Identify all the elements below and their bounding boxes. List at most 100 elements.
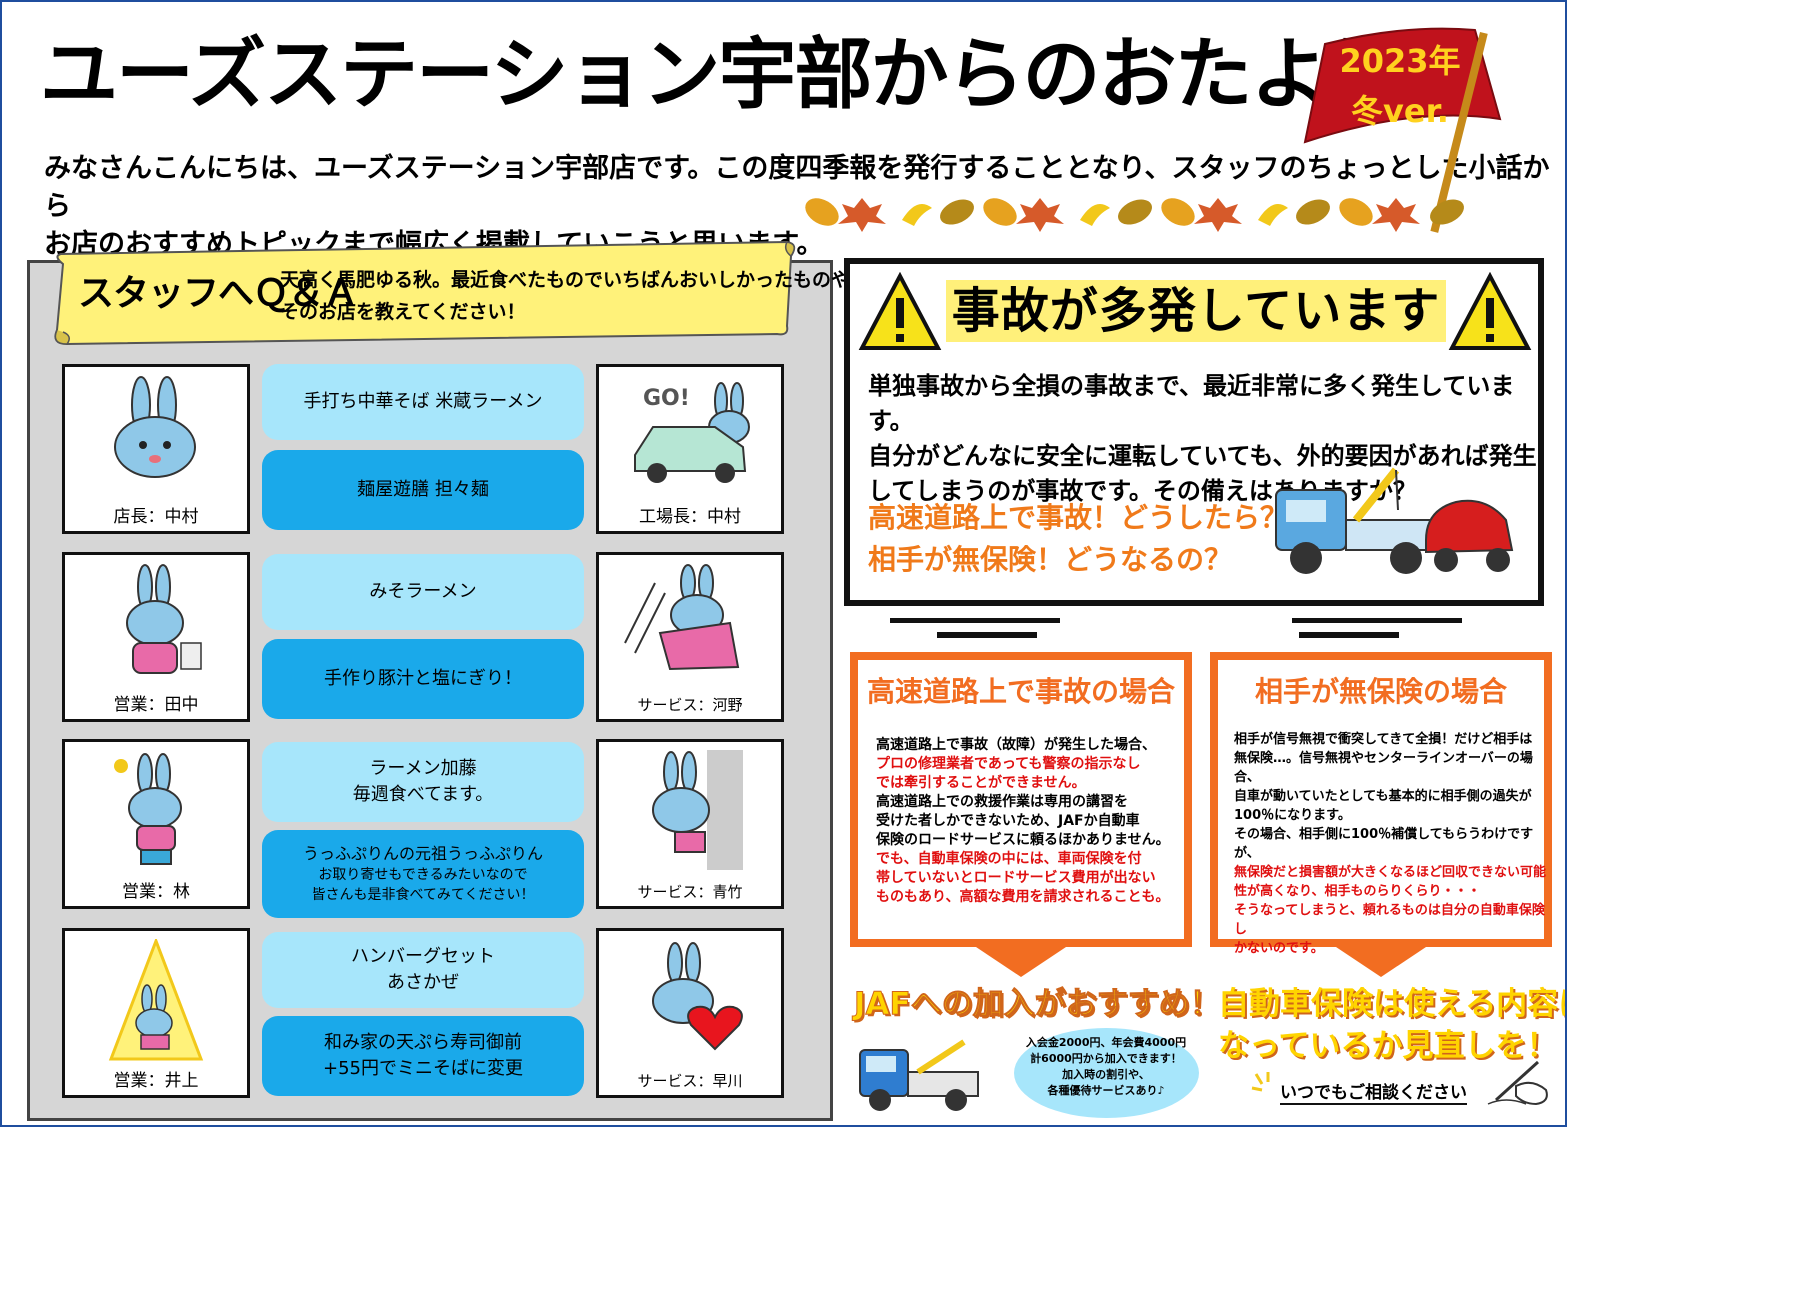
text-line: 加入時の割引や、 (1062, 1068, 1150, 1081)
tow-truck-icon (1275, 467, 1514, 574)
answer-text: みそラーメン (369, 581, 477, 602)
answer-bubble-left-staff: うっふぷりんの元祖うっふぷりん お取り寄せもできるみたいなので 皆さんも是非食べ… (262, 830, 584, 918)
text-line: 100％になります。 (1234, 808, 1351, 823)
text-line: その場合、相手側に100％補償してもらうわけですが、 (1234, 827, 1534, 861)
uninsured-box-text: 相手が信号無視で衝突してきて全損！だけど相手は 無保険…。信号無視やセンターライ… (1234, 730, 1546, 958)
svg-text:GO!: GO! (643, 386, 690, 411)
text-line: でも、自動車保険の中には、車両保険を付 (876, 851, 1142, 867)
staff-caption: サービス：早川 (637, 1072, 743, 1090)
accident-question-uninsured: 相手が無保険！どうなるの？ (868, 543, 1233, 576)
pen-hand-icon (1487, 1060, 1548, 1106)
uninsured-box-heading: 相手が無保険の場合 (1254, 675, 1507, 708)
flag-version: 冬ver. (1351, 92, 1449, 130)
rabbit-icon (114, 376, 196, 478)
staff-caption: サービス：河野 (637, 696, 743, 714)
leaf-icon (1118, 199, 1152, 225)
answer-text: ハンバーグセット (351, 946, 495, 967)
answer-bubble-right-staff: 手打ち中華そば 米蔵ラーメン (262, 364, 584, 440)
maple-leaf-icon (838, 198, 886, 232)
jaf-tow-truck-icon (859, 1039, 979, 1111)
rabbit-icon (126, 564, 202, 674)
text-line: では牽引することができません。 (876, 775, 1086, 791)
tv-stand (890, 618, 1060, 623)
highway-box-heading: 高速道路上で事故の場合 (866, 675, 1175, 708)
qa-scroll-banner (54, 240, 796, 346)
accident-body-line: 自分がどんなに安全に運転していても、外的要因があれば発生 (868, 442, 1537, 470)
answer-bubble-right-staff: ハンバーグセット あさかぜ (262, 932, 584, 1008)
rabbit-icon (114, 753, 182, 865)
emphasis-marks-icon (1251, 1072, 1270, 1092)
text-line: 入会金2000円、年会費4000円 (1025, 1036, 1187, 1049)
text-line: 各種優待サービスあり♪ (1047, 1084, 1165, 1097)
staff-photo-right-4: サービス：早川 (596, 928, 784, 1098)
answer-text: ラーメン加藤 (369, 758, 477, 779)
maple-leaf-icon (1016, 198, 1064, 232)
maple-leaf-icon (1194, 198, 1242, 232)
answer-text: 皆さんも是非食べてみてください！ (311, 887, 535, 903)
answer-bubble-left-staff: 和み家の天ぷら寿司御前 +55円でミニそばに変更 (262, 1016, 584, 1096)
staff-photo-right-2: サービス：河野 (596, 552, 784, 722)
answer-bubble-right-staff: みそラーメン (262, 554, 584, 630)
text-line: 相手が信号無視で衝突してきて全損！だけど相手は (1234, 732, 1533, 747)
newsletter-page: ユーズステーション宇部からのおたより みなさんこんにちは、ユーズステーション宇部… (0, 0, 1567, 1127)
leaf-icon (805, 198, 839, 226)
leaf-icon (1296, 199, 1330, 225)
answer-text: 毎週食べてます。 (352, 784, 494, 805)
warning-icon (1448, 272, 1532, 350)
page-title: ユーズステーション宇部からのおたより (40, 30, 1403, 120)
answer-text: 手打ち中華そば 米蔵ラーメン (303, 391, 543, 412)
staff-photo-left-4: 営業：井上 (62, 928, 250, 1098)
staff-photo-right-3: サービス：青竹 (596, 739, 784, 909)
staff-caption: 営業：林 (122, 882, 190, 902)
highway-accident-box: 高速道路上で事故の場合 高速道路上で事故（故障）が発生した場合、 プロの修理業者… (850, 652, 1192, 947)
text-line: 保険のロードサービスに頼るほかありません。 (876, 832, 1170, 848)
accident-title: 事故が多発しています (946, 280, 1446, 342)
staff-photo-right-1: GO! 工場長：中村 (596, 364, 784, 534)
staff-caption: 工場長：中村 (639, 507, 741, 527)
staff-photo-left-1: 店長：中村 (62, 364, 250, 534)
accident-body: 単独事故から全損の事故まで、最近非常に多く発生しています。 自分がどんなに安全に… (868, 369, 1538, 509)
maple-leaf-icon (1372, 198, 1420, 232)
text-line: 帯していないとロードサービス費用が出ない (876, 870, 1156, 886)
red-flag (1303, 27, 1502, 144)
consult-text: いつでもご相談ください (1280, 1078, 1467, 1105)
qa-heading: スタッフへＱ＆Ａ (78, 273, 359, 314)
highway-box-text: 高速道路上で事故（故障）が発生した場合、 プロの修理業者であっても警察の指示なし… (876, 736, 1181, 907)
answer-bubble-left-staff: 麺屋遊膳 担々麺 (262, 450, 584, 530)
answer-text: あさかぜ (387, 972, 459, 993)
text-line: 計6000円から加入できます！ (1030, 1052, 1182, 1065)
text-line: かないのです。 (1234, 941, 1324, 956)
uninsured-accident-box: 相手が無保険の場合 相手が信号無視で衝突してきて全損！だけど相手は 無保険…。信… (1210, 652, 1552, 956)
text-line: 性が高くなり、相手ものらりくらり・・・ (1234, 884, 1481, 899)
text-line: 無保険だと損害額が大きくなるほど回収できない可能 (1234, 865, 1547, 880)
staff-caption: 営業：井上 (113, 1071, 199, 1091)
text-line: そうなってしまうと、頼れるものは自分の自動車保険し (1234, 903, 1545, 937)
text-line: 無保険…。信号無視やセンターラインオーバーの場合、 (1234, 751, 1533, 785)
leaf-icon (1339, 198, 1373, 226)
rabbit-icon (652, 750, 743, 870)
answer-bubble-left-staff: 手作り豚汁と塩にぎり！ (262, 639, 584, 719)
answer-text: +55円でミニそばに変更 (323, 1058, 523, 1079)
jaf-price-cloud (1014, 1028, 1199, 1118)
flag-year: 2023年 (1339, 42, 1461, 80)
answer-text: 麺屋遊膳 担々麺 (357, 479, 489, 500)
answer-text: 和み家の天ぷら寿司御前 (324, 1032, 522, 1053)
answer-text: うっふぷりんの元祖うっふぷりん (302, 844, 543, 863)
qa-question-line-2: そのお店を教えてください！ (280, 301, 526, 323)
arrow-down-icon (976, 947, 1066, 977)
text-line: ものもあり、高額な費用を請求されることも。 (876, 889, 1170, 905)
autumn-leaves-decoration (805, 198, 1464, 232)
tv-stand (937, 632, 1037, 638)
leaf-icon (1430, 199, 1464, 225)
leaf-icon (983, 198, 1017, 226)
accident-body-line: 単独事故から全損の事故まで、最近非常に多く発生しています。 (868, 372, 1515, 435)
text-line: 自車が動いていたとしても基本的に相手側の過失が (1234, 789, 1532, 804)
leaf-icon (940, 199, 974, 225)
tv-stand (1292, 618, 1462, 623)
insurance-headline-line-1: 自動車保険は使える内容に (1218, 986, 1567, 1022)
car-rabbit-icon: GO! (634, 382, 750, 483)
jaf-price-text: 入会金2000円、年会費4000円 計6000円から加入できます！ 加入時の割引… (1022, 1035, 1190, 1099)
intro-line-1: みなさんこんにちは、ユーズステーション宇部店です。この度四季報を発行することとな… (44, 153, 1550, 222)
rabbit-spotlight-icon (108, 939, 204, 1061)
staff-photo-left-3: 営業：林 (62, 739, 250, 909)
